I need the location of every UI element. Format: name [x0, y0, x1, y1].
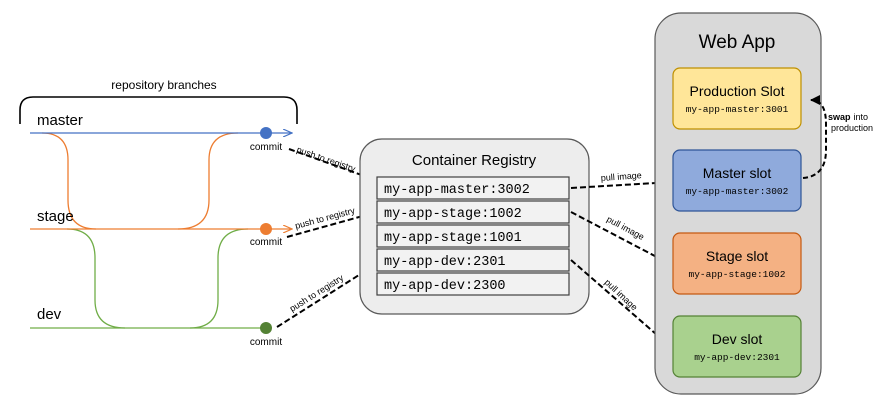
push-arrow-master: [288, 148, 371, 180]
branch-name-stage: stage: [37, 208, 74, 225]
registry-image-row: [376, 200, 570, 224]
dev-commit-label: commit: [250, 337, 282, 348]
swap-label-bold: swap: [828, 112, 851, 122]
dev-to-stage-curve: [189, 228, 249, 329]
production-slot: [672, 67, 802, 130]
stage-slot-name: Stage slot: [706, 248, 768, 264]
dev-slot: [672, 315, 802, 378]
production-slot-image: my-app-master:3001: [686, 104, 789, 115]
stage-commit-label: commit: [250, 237, 282, 248]
push-label-master: push to registry: [295, 144, 357, 174]
master-slot: [672, 149, 802, 212]
registry-image-row: [376, 224, 570, 248]
registry-image-row: [376, 176, 570, 200]
swap-arrow: [802, 95, 827, 179]
master-commit-label: commit: [250, 142, 282, 153]
master-to-stage-curve: [41, 132, 97, 230]
stage-to-dev-curve: [66, 228, 126, 329]
registry-image-text: my-app-stage:1002: [384, 207, 522, 222]
push-arrow-stage: [286, 211, 371, 238]
dev-slot-image: my-app-dev:2301: [694, 352, 780, 363]
stage-slot: [672, 232, 802, 295]
registry-image-text: my-app-dev:2300: [384, 279, 506, 294]
repository-label: repository branches: [111, 78, 216, 92]
branch-name-dev: dev: [37, 306, 62, 323]
push-arrow-dev: [276, 267, 371, 328]
swap-label-line2: production: [831, 123, 873, 133]
web-app-title: Web App: [699, 32, 776, 53]
dev-slot-name: Dev slot: [712, 331, 763, 347]
stage-to-master-curve: [177, 132, 239, 230]
pull-label-master: pull image: [600, 170, 642, 183]
stage-commit-dot: [260, 223, 272, 235]
registry-image-list: my-app-master:3002 my-app-stage:1002 my-…: [376, 176, 570, 296]
registry-image-row: [376, 272, 570, 296]
registry-image-text: my-app-stage:1001: [384, 231, 522, 246]
pull-label-stage: pull image: [605, 214, 646, 242]
push-label-dev: push to registry: [288, 272, 346, 313]
master-commit-dot: [260, 127, 272, 139]
registry-title: Container Registry: [412, 152, 537, 169]
dev-commit-dot: [260, 322, 272, 334]
master-slot-image: my-app-master:3002: [686, 186, 789, 197]
repository-brace: [19, 96, 298, 124]
registry-image-text: my-app-dev:2301: [384, 255, 506, 270]
registry-image-text: my-app-master:3002: [384, 183, 530, 198]
stage-slot-image: my-app-stage:1002: [689, 269, 786, 280]
production-slot-name: Production Slot: [690, 83, 785, 99]
registry-image-row: [376, 248, 570, 272]
branch-name-master: master: [37, 112, 83, 129]
swap-label-rest: into: [854, 112, 869, 122]
master-slot-name: Master slot: [703, 165, 772, 181]
pull-label-dev: pull image: [603, 277, 640, 312]
